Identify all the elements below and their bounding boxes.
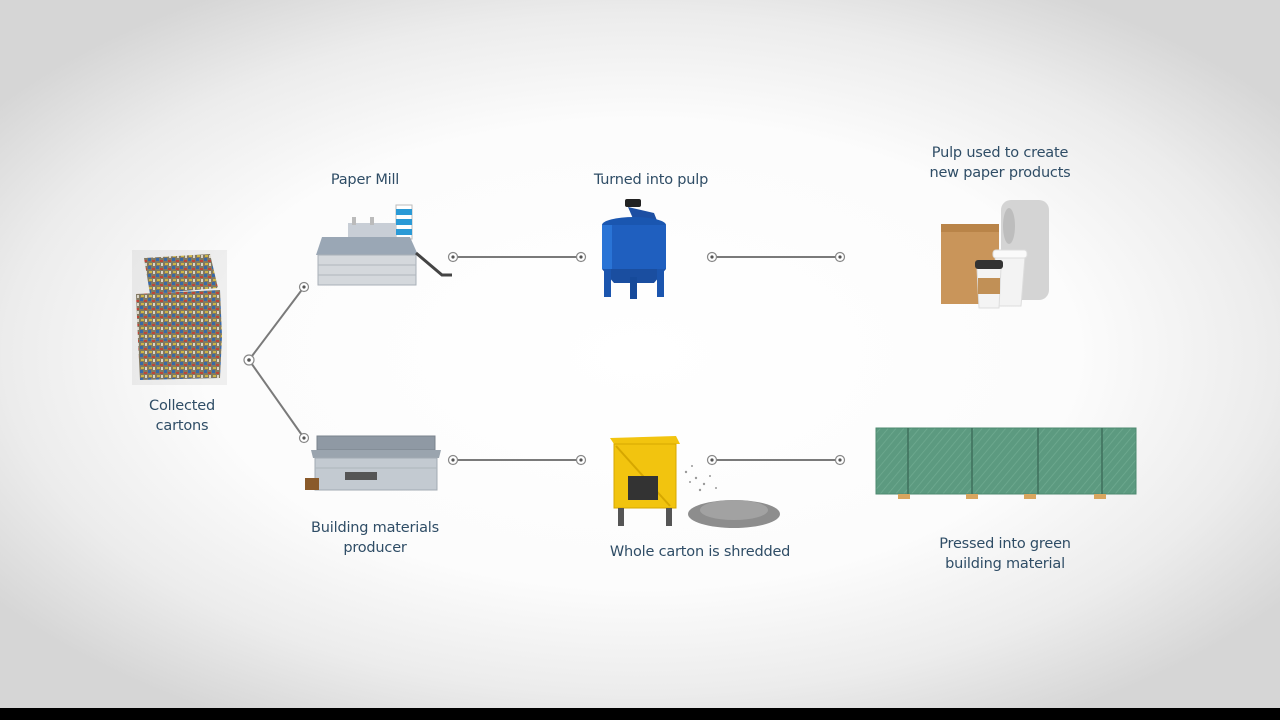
pulper-machine-icon — [602, 199, 666, 299]
label-paper-mill: Paper Mill — [305, 170, 425, 190]
node-shredder-in — [575, 454, 587, 466]
node-products-in — [834, 251, 846, 263]
connector-start-to-building-producer — [248, 359, 305, 439]
label-turned-into-pulp: Turned into pulp — [571, 170, 731, 190]
label-line: building material — [945, 556, 1065, 572]
label-whole-carton-shredded: Whole carton is shredded — [590, 542, 810, 562]
node-start — [243, 354, 255, 366]
label-building-materials-producer: Building materials producer — [295, 518, 455, 558]
carton-bales-icon — [132, 250, 227, 385]
label-green-building-material: Pressed into green building material — [905, 534, 1105, 574]
connector-start-to-paper-mill — [248, 286, 305, 361]
label-collected-cartons: Collected cartons — [122, 396, 242, 436]
label-line: Whole carton is shredded — [609, 544, 791, 560]
node-board-in — [834, 454, 846, 466]
label-line: Turned into pulp — [593, 172, 709, 188]
node-paper-mill-in — [298, 281, 310, 293]
paper-products-icon — [941, 200, 1049, 309]
label-line: new paper products — [929, 165, 1071, 181]
factory-building-icon — [305, 435, 441, 491]
label-line: Collected — [149, 398, 215, 414]
node-pulp-in — [575, 251, 587, 263]
node-pulp-out — [706, 251, 718, 263]
label-line: producer — [343, 540, 407, 556]
letterbox-bar — [0, 708, 1280, 720]
green-board-stack-icon — [875, 427, 1137, 499]
paper-mill-building-icon — [316, 204, 452, 286]
label-line: Pulp used to create — [931, 145, 1069, 161]
label-line: cartons — [155, 418, 209, 434]
label-line: Pressed into green — [939, 536, 1071, 552]
shredder-machine-icon — [610, 436, 780, 528]
label-line: Paper Mill — [330, 172, 400, 188]
label-line: Building materials — [311, 520, 439, 536]
label-paper-products: Pulp used to create new paper products — [900, 143, 1100, 183]
